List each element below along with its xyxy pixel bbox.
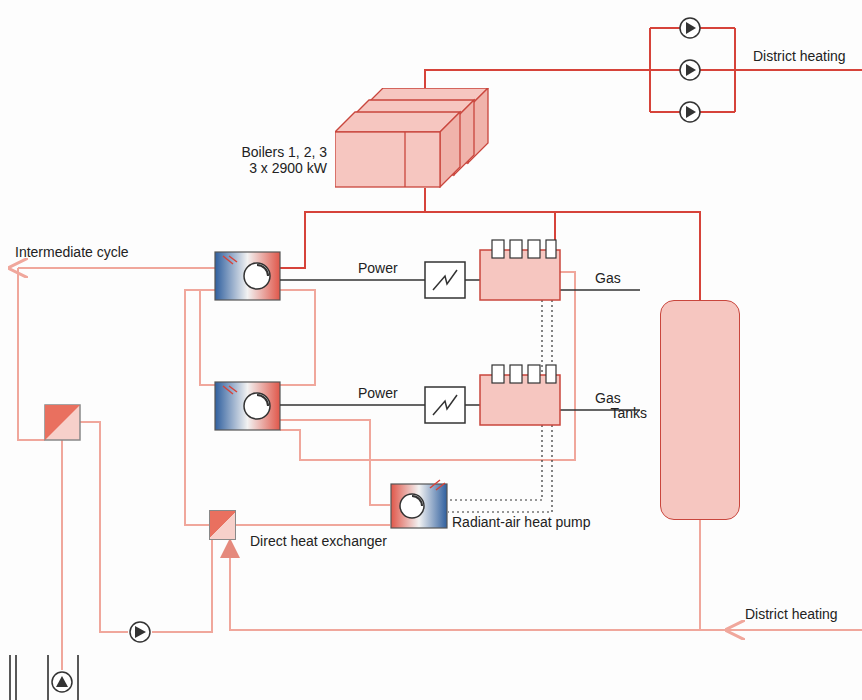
radiant-air-heat-pump: Radiant-air heat pump <box>390 478 448 530</box>
pipe-label: Intermediate cycle <box>15 244 129 260</box>
heat-pump-icon <box>390 478 448 530</box>
pipe-connector <box>230 520 700 630</box>
boiler-stack: Boilers 1, 2, 3 3 x 2900 kW <box>335 88 490 188</box>
direct-heat-exchanger: Direct heat exchanger <box>209 510 236 540</box>
pipe-label: District heating <box>753 48 846 64</box>
storage-tank: Tanks <box>660 300 740 520</box>
fuel-label: Gas <box>595 390 621 406</box>
node-label: Radiant-air heat pump <box>452 514 591 530</box>
boiler-shape <box>335 88 490 188</box>
node-label: Boilers 1, 2, 3 3 x 2900 kW <box>235 144 327 176</box>
node-label: Direct heat exchanger <box>250 533 387 549</box>
pipe-connector <box>425 188 700 300</box>
pipe-connector <box>236 524 390 526</box>
power-label: Power <box>358 260 398 276</box>
node-label: Tanks <box>610 405 647 421</box>
fuel-label: Gas <box>595 270 621 286</box>
pipe-label: District heating <box>745 606 838 622</box>
power-label: Power <box>358 385 398 401</box>
